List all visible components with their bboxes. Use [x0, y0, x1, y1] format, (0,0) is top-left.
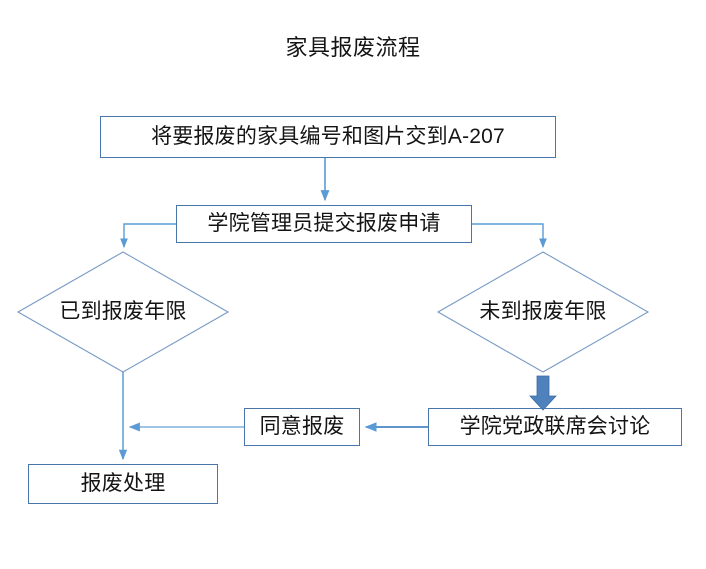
node-not-reached-limit-label: 未到报废年限: [479, 300, 607, 324]
node-approve-disposal-box[interactable]: 同意报废: [244, 408, 360, 446]
node-disposal-processing-box[interactable]: 报废处理: [28, 464, 218, 504]
node-reached-limit-label: 已到报废年限: [59, 300, 187, 324]
node-joint-meeting-label: 学院党政联席会讨论: [459, 415, 651, 439]
node-admin-application-label: 学院管理员提交报废申请: [207, 212, 441, 236]
node-admin-application-box[interactable]: 学院管理员提交报废申请: [176, 205, 472, 243]
node-reached-limit-decision[interactable]: 已到报废年限: [18, 292, 228, 332]
connector-block-arrow-to-meeting: [529, 375, 557, 411]
page-title: 家具报废流程: [285, 35, 421, 60]
node-joint-meeting-box[interactable]: 学院党政联席会讨论: [428, 408, 682, 446]
node-disposal-processing-label: 报废处理: [80, 472, 166, 496]
connector-application-to-not-reached-limit: [472, 223, 547, 249]
decision-shape-not-reached-limit: [436, 251, 650, 373]
connector-application-to-reached-limit: [120, 223, 176, 249]
node-submit-photos-label: 将要报废的家具编号和图片交到A-207: [151, 125, 505, 149]
node-submit-photos-box[interactable]: 将要报废的家具编号和图片交到A-207: [100, 116, 556, 158]
node-approve-disposal-label: 同意报废: [259, 415, 345, 439]
node-not-reached-limit-decision[interactable]: 未到报废年限: [438, 292, 648, 332]
